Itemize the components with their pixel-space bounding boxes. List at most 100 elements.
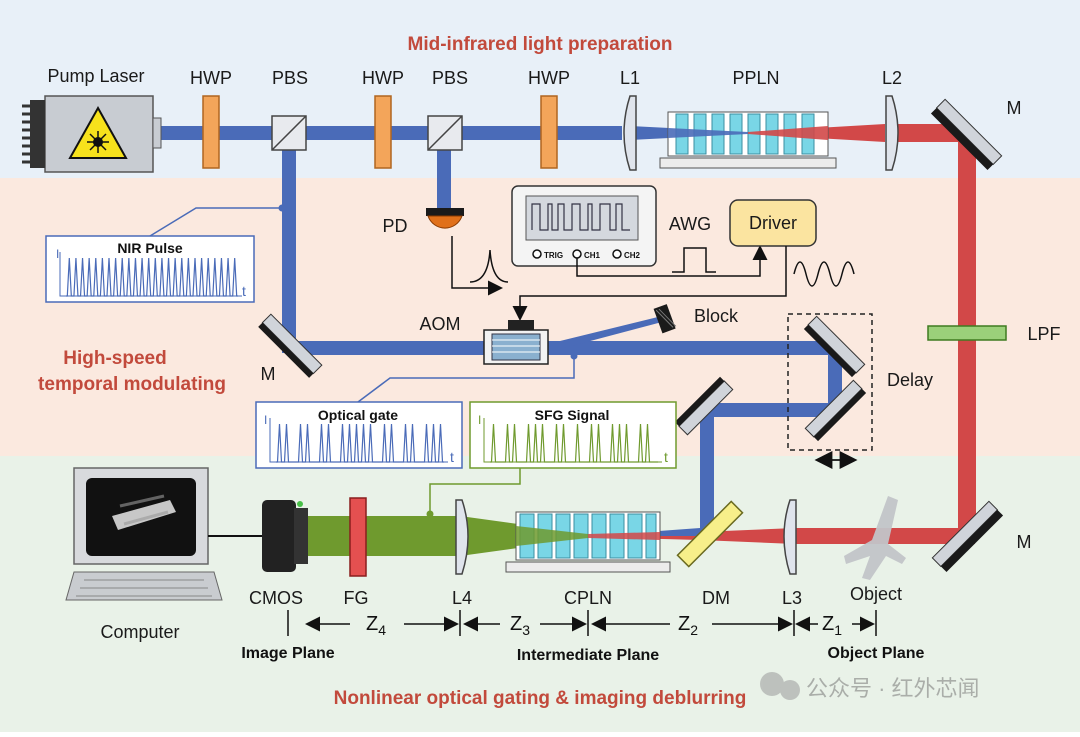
pbs-1	[271, 115, 307, 151]
inset-sfg-title: SFG Signal	[535, 407, 610, 423]
top-section-title: Mid-infrared light preparation	[408, 34, 673, 55]
lens-l4	[455, 499, 469, 575]
inset-optical-gate: Optical gate I t	[255, 401, 463, 469]
hwp-2	[374, 95, 392, 169]
ppln-crystal	[659, 111, 837, 169]
driver-to-aom-wire	[512, 246, 787, 321]
inset-gate-x: t	[450, 449, 454, 465]
driver-label: Driver	[749, 213, 797, 233]
lpf-label: LPF	[1027, 324, 1060, 344]
nir-pulses-axes	[59, 252, 242, 297]
beam-blue-lower	[706, 403, 836, 417]
pd-signal-wire	[451, 236, 503, 296]
inset-nir-pulse: NIR Pulse I t	[45, 235, 255, 303]
aom-label: AOM	[419, 314, 460, 334]
middle-section-title-1: High-speed	[63, 348, 166, 369]
object-plane-label: Object Plane	[828, 645, 925, 662]
hwp-1-label: HWP	[190, 68, 232, 88]
inset-nir-y: I	[56, 247, 59, 261]
intermediate-plane-label: Intermediate Plane	[517, 647, 659, 664]
pd-pulse-glyph	[469, 249, 509, 283]
beam-blue-to-dm	[700, 410, 714, 528]
driver-sine-glyph	[793, 261, 855, 287]
lens-l2-label: L2	[882, 68, 902, 88]
lpf-filter	[927, 325, 1007, 341]
gate-connector	[357, 356, 575, 403]
mirror-mid-left-label: M	[261, 364, 276, 384]
beam-block	[653, 304, 677, 334]
inset-nir-x: t	[242, 283, 246, 299]
beam-blue-mid	[290, 341, 840, 355]
dm-label: DM	[702, 588, 730, 608]
inset-nir-title: NIR Pulse	[117, 240, 183, 256]
distance-ticks	[287, 610, 877, 636]
mirror-mid-left	[258, 313, 323, 378]
mirror-bottom	[931, 500, 1004, 573]
awg-ch2-label: CH2	[624, 251, 641, 260]
inset-gate-y: I	[264, 413, 267, 427]
lens-l4-label: L4	[452, 588, 472, 608]
awg-pulse-glyph	[672, 247, 716, 273]
top-section-bg	[0, 0, 1080, 178]
pbs-2	[427, 115, 463, 151]
pbs-2-label: PBS	[432, 68, 468, 88]
image-plane-label: Image Plane	[241, 645, 334, 662]
cmos-label: CMOS	[249, 588, 303, 608]
z2-label: Z2	[678, 613, 698, 638]
awg-ch1-wire	[576, 245, 768, 277]
mirror-top-label: M	[1007, 98, 1022, 118]
awg-instrument: TRIG CH1 CH2	[511, 185, 657, 267]
inset-gate-title: Optical gate	[318, 407, 398, 423]
bottom-section-title: Nonlinear optical gating & imaging deblu…	[334, 688, 747, 709]
pd-label: PD	[382, 216, 407, 236]
driver-box	[729, 199, 817, 247]
computer-label: Computer	[100, 622, 179, 642]
hwp-2-label: HWP	[362, 68, 404, 88]
inset-sfg-y: I	[478, 413, 481, 427]
z4-label: Z4	[366, 613, 386, 638]
mirror-lower-mid	[674, 376, 734, 436]
awg-ch1-label: CH1	[584, 251, 601, 260]
inset-sfg-x: t	[664, 449, 668, 465]
cmos-camera	[262, 500, 308, 572]
delay-mirror-2	[804, 379, 867, 442]
beam-blue-to-pd	[437, 133, 451, 213]
awg-trig-label: TRIG	[544, 251, 563, 260]
photodetector	[426, 208, 464, 229]
lens-l2	[885, 95, 899, 171]
delay-stage-box	[787, 313, 873, 451]
pump-laser	[22, 95, 162, 173]
gate-pulses-axes	[269, 418, 448, 463]
hwp-3	[540, 95, 558, 169]
beam-blue-to-block	[560, 316, 662, 349]
sfg-pulses-axes	[483, 418, 662, 463]
cpln-label: CPLN	[564, 588, 612, 608]
z3-label: Z3	[510, 613, 530, 638]
dichroic-mirror	[676, 500, 744, 568]
z1-label: Z1	[822, 613, 842, 638]
hwp-3-label: HWP	[528, 68, 570, 88]
ppln-label: PPLN	[732, 68, 779, 88]
lens-l1	[623, 95, 637, 171]
watermark: 公众号 · 红外芯闻	[760, 672, 980, 701]
beam-blue-vertical-left	[282, 133, 296, 353]
lens-l3	[783, 499, 797, 575]
sfg-connector	[429, 468, 521, 514]
block-label: Block	[694, 306, 739, 326]
aom	[483, 320, 549, 365]
lens-l1-label: L1	[620, 68, 640, 88]
delay-label: Delay	[887, 370, 933, 390]
inset-sfg-signal: SFG Signal I t	[469, 401, 677, 469]
beam-green	[305, 516, 460, 556]
hwp-1	[202, 95, 220, 169]
pbs-1-label: PBS	[272, 68, 308, 88]
middle-section-title-2: temporal modulating	[38, 374, 226, 395]
computer	[65, 467, 223, 601]
fg-filter	[349, 497, 367, 577]
object-airplane	[844, 496, 906, 580]
object-label: Object	[850, 584, 902, 604]
fg-label: FG	[344, 588, 369, 608]
mirror-bottom-label: M	[1017, 532, 1032, 552]
